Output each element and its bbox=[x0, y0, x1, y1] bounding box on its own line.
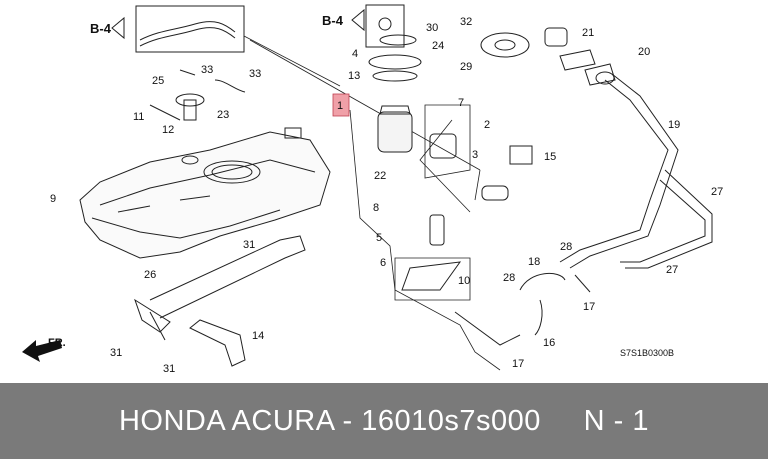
hoses bbox=[454, 272, 591, 346]
callout-3: 3 bbox=[472, 149, 478, 161]
callout-30: 30 bbox=[426, 22, 438, 34]
callout-7: 7 bbox=[458, 97, 464, 109]
callout-25: 25 bbox=[152, 75, 164, 87]
callout-29: 29 bbox=[460, 61, 472, 73]
callout-15: 15 bbox=[544, 151, 556, 163]
callout-labels: 1234567891011121314151617171819202122232… bbox=[50, 16, 723, 375]
callout-1: 1 bbox=[337, 100, 343, 112]
callout-11: 11 bbox=[133, 111, 144, 123]
ref-b4-left: B-4 bbox=[90, 21, 112, 36]
callout-22: 22 bbox=[374, 170, 386, 182]
callout-4: 4 bbox=[352, 48, 358, 60]
callout-17b: 17 bbox=[512, 358, 524, 370]
callout-6: 6 bbox=[380, 257, 386, 269]
callout-9: 9 bbox=[50, 193, 56, 205]
callout-26: 26 bbox=[144, 269, 156, 281]
callout-23: 23 bbox=[217, 109, 229, 121]
callout-1-highlight bbox=[332, 93, 350, 117]
callout-28a: 28 bbox=[560, 241, 572, 253]
filler-pipe bbox=[559, 71, 713, 269]
callout-20: 20 bbox=[638, 46, 650, 58]
callout-27a: 27 bbox=[711, 186, 723, 198]
svg-text:FR.: FR. bbox=[48, 337, 66, 349]
callout-2: 2 bbox=[484, 119, 490, 131]
callout-14: 14 bbox=[252, 330, 264, 342]
ref-b4-right: B-4 bbox=[322, 13, 344, 28]
tank-strap bbox=[134, 235, 306, 367]
callout-19: 19 bbox=[668, 119, 680, 131]
callout-21: 21 bbox=[582, 27, 594, 39]
callout-18: 18 bbox=[528, 256, 540, 268]
filler-cap-parts bbox=[480, 27, 616, 86]
caption-bar: HONDA ACURA - 16010s7s000 N - 1 bbox=[0, 383, 768, 459]
b4-right-reference bbox=[351, 4, 405, 48]
callout-8: 8 bbox=[373, 202, 379, 214]
leader-lines bbox=[243, 35, 501, 371]
callout-16: 16 bbox=[543, 337, 555, 349]
fuel-tank bbox=[79, 127, 331, 259]
callout-33b: 33 bbox=[249, 68, 261, 80]
b4-left-reference bbox=[111, 5, 245, 53]
callout-12: 12 bbox=[162, 124, 174, 136]
callout-24: 24 bbox=[432, 40, 444, 52]
callout-31a: 31 bbox=[243, 239, 255, 251]
diagram-code: S7S1B0300B bbox=[620, 348, 674, 358]
callout-27b: 27 bbox=[666, 264, 678, 276]
front-direction-marker: FR. bbox=[22, 337, 66, 362]
callout-13: 13 bbox=[348, 70, 360, 82]
callout-32: 32 bbox=[460, 16, 472, 28]
caption-text: HONDA ACURA - 16010s7s000 N - 1 bbox=[118, 405, 650, 437]
callout-17a: 17 bbox=[583, 301, 595, 313]
callout-10: 10 bbox=[458, 275, 470, 287]
callout-33a: 33 bbox=[201, 64, 213, 76]
callout-31b: 31 bbox=[110, 347, 122, 359]
evap-parts bbox=[149, 69, 246, 121]
callout-28b: 28 bbox=[503, 272, 515, 284]
callout-31c: 31 bbox=[163, 363, 175, 375]
fuel-system-diagram: FR. 123456789101112131415161717181920212… bbox=[22, 4, 723, 375]
callout-5: 5 bbox=[376, 232, 382, 244]
fuel-pump-module bbox=[368, 34, 533, 291]
